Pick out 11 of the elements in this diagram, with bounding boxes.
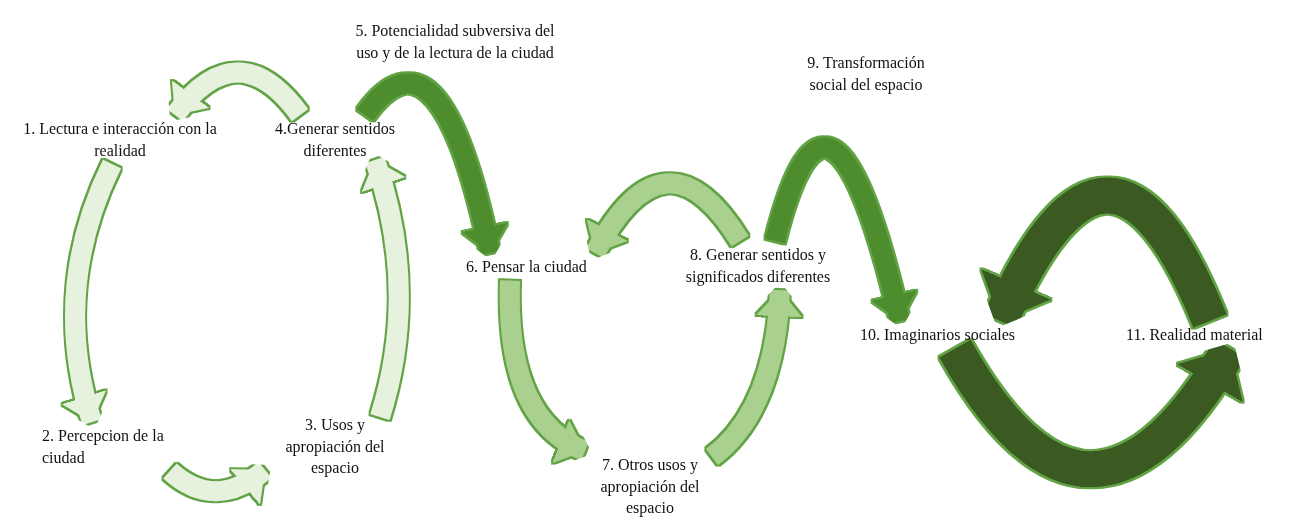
step-label: 8. Generar sentidos y significados diferentes: [660, 244, 856, 288]
step-label: 7. Otros usos y apropiación del espacio: [578, 454, 722, 519]
block-arrow: [939, 339, 1246, 488]
step-label: 4.Generar sentidos diferentes: [262, 118, 408, 162]
step-label: 3. Usos y apropiación del espacio: [268, 414, 402, 479]
block-arrow: [361, 156, 409, 420]
step-label: 6. Pensar la ciudad: [466, 256, 616, 278]
step-label: 11. Realidad material: [1126, 324, 1300, 346]
step-label: 1. Lectura e interacción con la realidad: [5, 118, 235, 162]
step-label: 10. Imaginarios sociales: [860, 324, 1056, 346]
step-label: 2. Percepcion de la ciudad: [42, 425, 192, 469]
